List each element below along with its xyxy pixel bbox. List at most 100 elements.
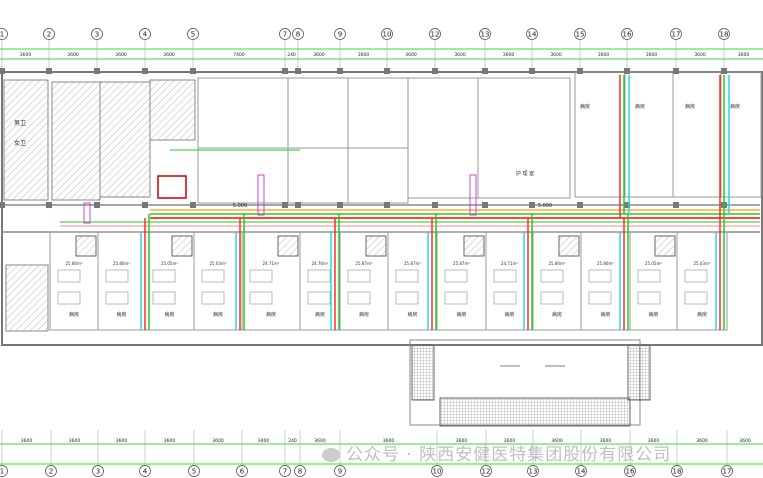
axis-label-bottom: 6	[240, 468, 245, 476]
column	[577, 68, 583, 74]
dimension-text-top: 3600	[646, 52, 658, 58]
axis-label-top: 3	[95, 31, 99, 39]
bed	[347, 269, 371, 283]
room-area: 25.87m²	[453, 261, 470, 266]
dimension-text-bottom: 3600	[69, 438, 81, 444]
column	[337, 68, 343, 74]
axis-label-top: 14	[528, 31, 537, 39]
axis-label-bottom: 8	[298, 468, 302, 476]
axis-bubble-top	[670, 28, 682, 40]
column	[721, 68, 727, 74]
axis-label-bottom: 17	[723, 468, 732, 476]
ward-bathroom	[463, 235, 485, 257]
bed	[249, 269, 273, 283]
axis-label-top: 8	[296, 31, 300, 39]
axis-label-top: 7	[283, 31, 287, 39]
axis-bubble-top	[91, 28, 103, 40]
column	[577, 202, 583, 208]
column	[94, 202, 100, 208]
axis-label-top: 17	[672, 31, 681, 39]
column	[673, 202, 679, 208]
axis-bubble-bottom	[279, 465, 291, 477]
bed	[588, 269, 612, 283]
building-outline	[1, 71, 763, 346]
equipment-room	[157, 175, 187, 199]
axis-bubble-top	[621, 28, 633, 40]
room-label-ward: 病房	[116, 311, 126, 318]
room-label-ward: 病房	[456, 311, 466, 318]
male-washroom	[3, 79, 49, 201]
column	[529, 68, 535, 74]
room-area: 25.05m²	[161, 261, 178, 266]
room-area: 25.86m²	[549, 261, 566, 266]
column	[282, 68, 288, 74]
watermark: 公众号 · 陕西安健医特集团股份有限公司	[322, 446, 671, 464]
column	[142, 68, 148, 74]
bed	[444, 269, 468, 283]
room-label-ward: 病房	[697, 311, 707, 318]
axis-bubble-bottom	[294, 465, 306, 477]
bed	[637, 269, 661, 283]
room-label-ward: 病房	[600, 311, 610, 318]
room	[347, 147, 409, 204]
dimension-text-bottom: 3600	[739, 438, 751, 444]
axis-label-top: 12	[431, 31, 440, 39]
ward-bathroom	[171, 235, 193, 257]
column	[0, 68, 5, 74]
axis-bubble-bottom	[721, 465, 733, 477]
room-label-ward: 病房	[504, 311, 514, 318]
room-label-ward: 病房	[69, 311, 79, 318]
room-area: 25.80m²	[597, 261, 614, 266]
axis-bubble-top	[429, 28, 441, 40]
column	[282, 202, 288, 208]
axis-label-bottom: 5	[192, 468, 196, 476]
bed	[540, 291, 564, 305]
room	[574, 71, 626, 198]
axis-label-bottom: 18	[673, 468, 682, 476]
ward-room	[676, 231, 728, 331]
axis-label-bottom: 10	[433, 468, 442, 476]
dimension-text-top: 3600	[454, 52, 466, 58]
column	[384, 202, 390, 208]
bed	[395, 291, 419, 305]
dimension-text-bottom: 3600	[551, 438, 563, 444]
column	[384, 68, 390, 74]
axis-label-top: 18	[720, 31, 729, 39]
axis-label-bottom: 7	[283, 468, 287, 476]
dimension-text-bottom: 3400	[258, 438, 270, 444]
axis-bubble-top	[0, 28, 8, 40]
bed	[152, 269, 176, 283]
axis-label-top: 1	[0, 31, 4, 39]
axis-label-top: 5	[191, 31, 195, 39]
axis-bubble-top	[292, 28, 304, 40]
bed	[444, 291, 468, 305]
room-label-ward: 病房	[266, 311, 276, 318]
bed	[249, 291, 273, 305]
bed	[637, 291, 661, 305]
watermark-text: 公众号 · 陕西安健医特集团股份有限公司	[346, 445, 672, 465]
room-label-ward: 病房	[407, 311, 417, 318]
room-area: 25.05m²	[645, 261, 662, 266]
axis-bubble-top	[479, 28, 491, 40]
ward-bathroom	[75, 235, 97, 257]
drain-marker	[469, 174, 477, 216]
room-area: 25.80m²	[113, 261, 130, 266]
room-area: 25.87m²	[356, 261, 373, 266]
ward-bathroom	[654, 235, 676, 257]
axis-bubble-top	[718, 28, 730, 40]
bed	[57, 269, 81, 283]
dimension-text-bottom: 3600	[648, 438, 660, 444]
column	[0, 202, 5, 208]
room-area: 25.03m²	[694, 261, 711, 266]
room-label-ward: 病房	[635, 103, 645, 110]
room-area: 25.03m²	[210, 261, 227, 266]
column	[46, 202, 52, 208]
room-area: 25.87m²	[404, 261, 421, 266]
room-label-male-wc: 男卫	[14, 120, 26, 127]
dimension-text-bottom: 3600	[116, 438, 128, 444]
dimension-text-top: 3600	[503, 52, 515, 58]
dimension-text-top: 3600	[405, 52, 417, 58]
elevation-label: 5.000	[538, 203, 552, 209]
axis-bubble-bottom	[431, 465, 443, 477]
axis-bubble-top	[279, 28, 291, 40]
